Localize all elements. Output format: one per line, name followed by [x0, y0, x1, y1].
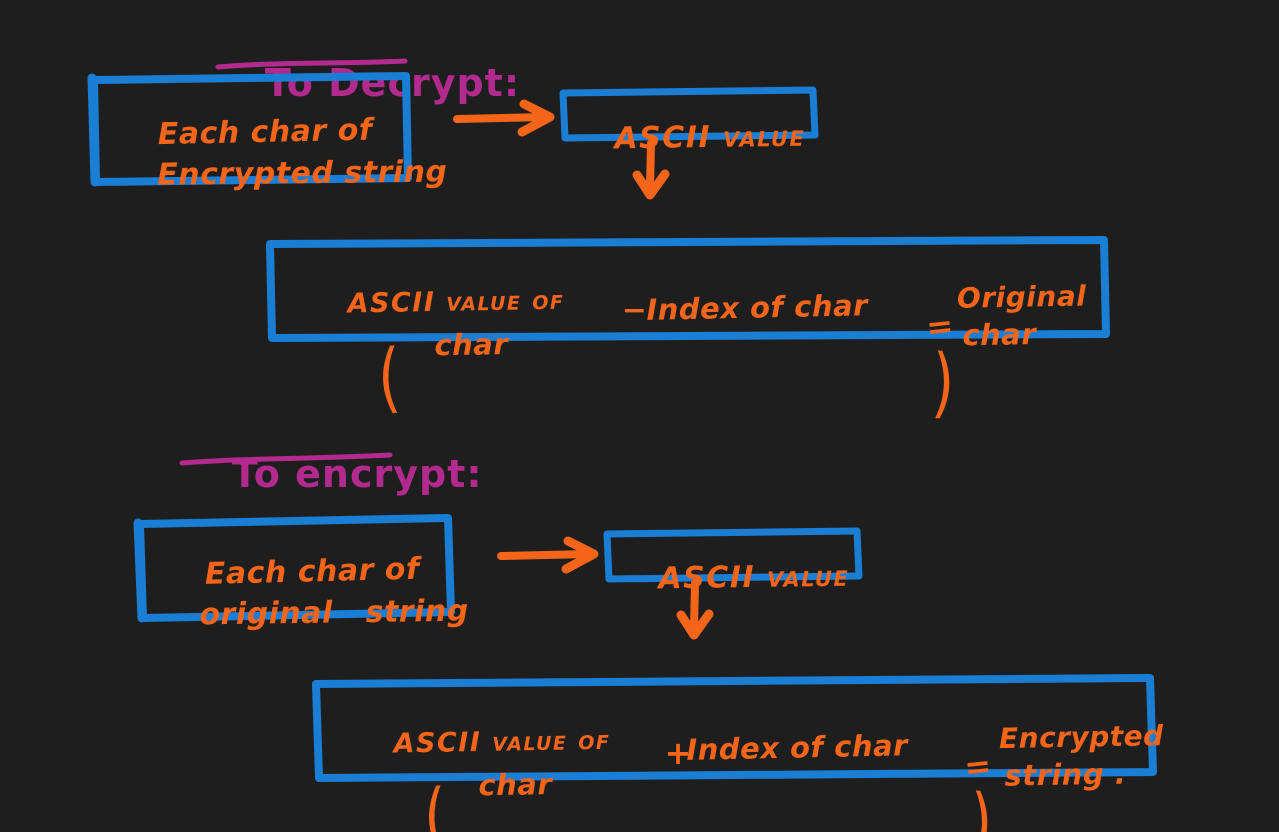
decrypt-arrow-right-icon [453, 99, 555, 137]
decrypt-source-line2-text: Encrypted string [157, 154, 448, 193]
decrypt-arrow-down-icon [632, 139, 670, 200]
encrypt-result-line2: string . [1004, 756, 1127, 793]
encrypt-arrow-right-icon [497, 536, 599, 574]
encrypt-term2: Index of char [686, 728, 909, 767]
decrypt-heading-underline [215, 58, 408, 70]
decrypt-ascii-label: ASCII value [566, 89, 806, 187]
encrypt-ascii-label: ASCII value [610, 529, 850, 627]
decrypt-term2: Index of char [646, 288, 869, 327]
decrypt-term1-line2: char [434, 326, 509, 363]
encrypt-term1-line2: char [478, 766, 553, 803]
encrypt-operator: + [664, 734, 692, 772]
encrypt-source-line2: original string [155, 564, 469, 663]
encrypt-source-line2-text: original string [199, 593, 469, 632]
decrypt-source-line2: Encrypted string [113, 125, 448, 223]
encrypt-arrow-down-icon [676, 579, 714, 640]
encrypt-heading: To encrypt: [175, 408, 483, 540]
decrypt-result-line2: char [962, 316, 1037, 353]
encrypt-heading-underline [179, 452, 393, 466]
decrypt-operator: − [621, 293, 648, 328]
